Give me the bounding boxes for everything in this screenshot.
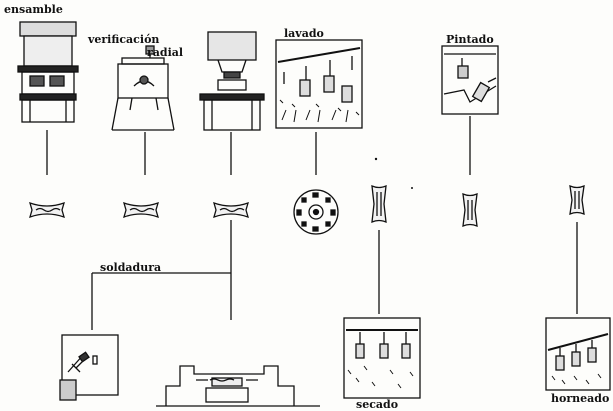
soldadura-manual-welder-icon <box>60 335 118 400</box>
third-press-part-icon <box>214 203 248 217</box>
lavado-tunnel-icon <box>276 40 362 128</box>
pintado-booth-icon <box>442 46 498 114</box>
label-soldadura: soldadura <box>100 262 161 273</box>
secado-oven-icon <box>344 318 420 398</box>
ensamble-part-icon <box>30 203 64 217</box>
label-secado: secado <box>356 399 398 410</box>
soldadura-connector <box>92 220 231 330</box>
label-lavado: lavado <box>284 28 324 39</box>
horneado-oven-icon <box>546 318 610 390</box>
label-radial: radial <box>147 47 183 58</box>
secado-part-icon <box>372 186 386 222</box>
label-pintado: Pintado <box>446 34 494 45</box>
verificacion-part-icon <box>124 203 158 217</box>
horneado-part-icon <box>570 186 584 214</box>
label-verificacion: verificación <box>88 34 159 45</box>
label-horneado: horneado <box>551 393 609 404</box>
pintado-part-icon <box>463 194 477 226</box>
label-ensamble: ensamble <box>4 4 63 15</box>
soldadura-fixture-welder-icon <box>156 366 320 406</box>
third-press-icon <box>200 32 264 130</box>
lavado-part-icon <box>294 190 338 234</box>
ensamble-press-icon <box>18 22 78 122</box>
